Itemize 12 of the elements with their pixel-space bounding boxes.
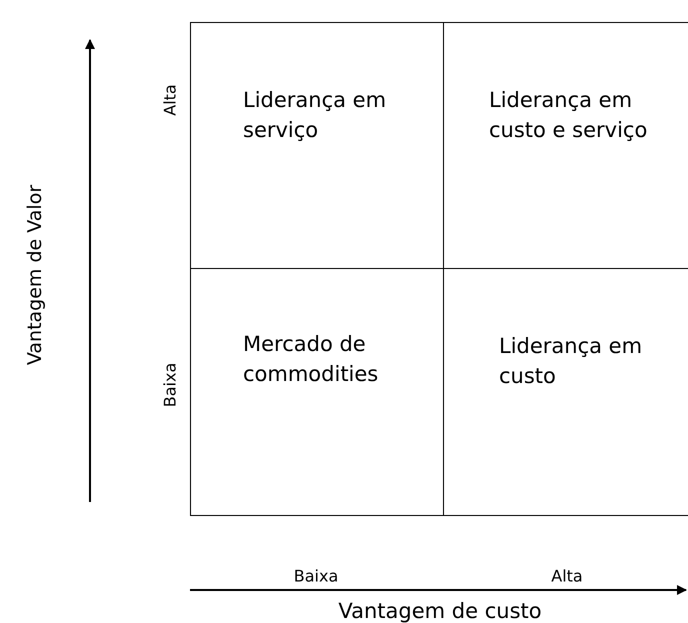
quadrant-label: Liderança em custo	[499, 333, 644, 390]
axis-title: Vantagem de custo	[338, 599, 542, 623]
axis-title: Vantagem de Valor	[24, 184, 46, 366]
axis-level-label: Baixa	[294, 566, 338, 586]
axis-level-label: Baixa	[160, 362, 180, 408]
quadrant-label: Liderança em custo e serviço	[489, 87, 648, 144]
quadrant-label: Mercado de commodities	[243, 331, 380, 388]
quadrant-label: Liderança em serviço	[243, 87, 388, 144]
axis-level-label: Alta	[551, 566, 583, 586]
matrix-quadrant	[190, 22, 444, 269]
matrix-quadrant	[190, 268, 444, 516]
axis-level-label: Alta	[160, 84, 180, 116]
